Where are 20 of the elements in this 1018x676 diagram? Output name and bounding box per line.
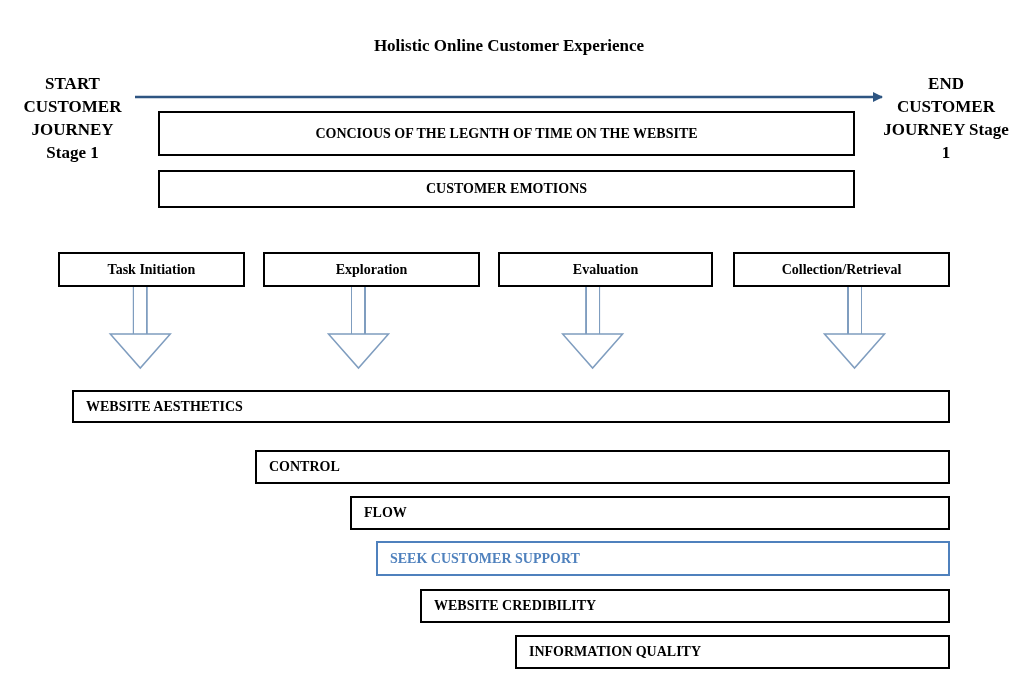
block-arrow — [823, 287, 886, 369]
diagram-title: Holistic Online Customer Experience — [372, 36, 646, 56]
factor-bar: SEEK CUSTOMER SUPPORT — [376, 541, 950, 576]
factor-bar: INFORMATION QUALITY — [515, 635, 950, 669]
banner-box: CUSTOMER EMOTIONS — [158, 170, 855, 208]
stage-box: Task Initiation — [58, 252, 245, 287]
factor-bar: CONTROL — [255, 450, 950, 484]
block-arrow — [561, 287, 624, 369]
factor-bar: FLOW — [350, 496, 950, 530]
banner-box: CONCIOUS OF THE LEGNTH OF TIME ON THE WEBSITE — [158, 111, 855, 156]
arrow — [135, 92, 883, 102]
factor-bar: WEBSITE AESTHETICS — [72, 390, 950, 423]
end-label: END CUSTOMER JOURNEY Stage 1 — [882, 70, 1010, 166]
block-arrow — [327, 287, 390, 369]
stage-box: Evaluation — [498, 252, 713, 287]
stage-box: Collection/Retrieval — [733, 252, 950, 287]
block-arrow — [109, 287, 172, 369]
start-label: START CUSTOMER JOURNEY Stage 1 — [10, 70, 135, 166]
stage-box: Exploration — [263, 252, 480, 287]
factor-bar: WEBSITE CREDIBILITY — [420, 589, 950, 623]
